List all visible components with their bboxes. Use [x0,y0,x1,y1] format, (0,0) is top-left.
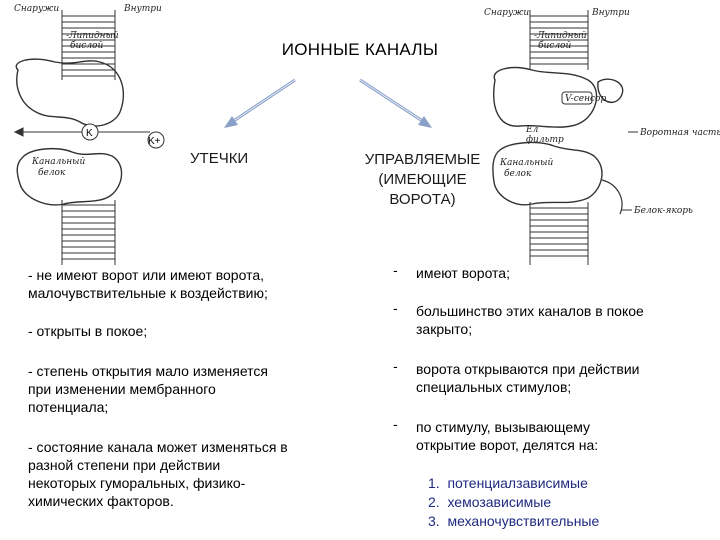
stimulus-type-3: 3. механочувствительные [428,513,600,529]
outside-label: Снаружи [14,4,59,14]
gated-item-2-line-1: большинство этих каналов в покое [416,303,644,319]
dash-marker: - [393,300,398,316]
lipid-bilayer-top [61,10,116,80]
v-sensor-label: V-сенсор [565,94,606,104]
stimulus-type-2-label: хемозависимые [447,494,552,510]
leak-item-2-line-1: - открыты в покое; [28,323,148,339]
protein-label-2: белок [38,167,66,178]
bilayer-label-1: -Липидный [66,31,119,41]
stimulus-type-1: 1. потенциалзависимые [428,475,588,491]
leak-item-3: - степень открытия мало изменяется при и… [28,362,358,416]
leak-item-2: - открыты в покое; [28,322,358,340]
gated-item-1: имеют ворота; [416,264,711,282]
anchor-protein [601,179,623,215]
protein-label-1: Канальный [499,158,554,168]
leak-item-3-line-1: - степень открытия мало изменяется [28,363,268,379]
gated-item-3-line-1: ворота открываются при действии [416,361,640,377]
anchor-label: Белок-якорь [633,206,693,216]
lipid-bilayer-bottom [529,202,589,265]
channel-protein-top [493,66,598,128]
leak-item-4-line-4: химических факторов. [28,493,174,509]
gated-item-4-line-2: открытие ворот, делятся на: [416,437,599,453]
dash-marker: - [393,358,398,374]
protein-label-1: Канальный [31,157,86,167]
filter-label-2: фильтр [526,135,564,145]
bilayer-label-2: бислой [70,40,103,51]
leak-item-1-line-1: - не имеют ворот или имеют ворота, [28,267,265,283]
stimulus-type-2: 2. хемозависимые [428,494,552,510]
bilayer-label-2: бислой [538,40,571,51]
inside-label: Внутри [123,4,162,14]
leak-item-3-line-2: при изменении мембранного [28,381,216,397]
channel-protein-bottom [16,147,123,206]
gated-header-line-3: ВОРОТА) [389,191,456,208]
gated-item-4: по стимулу, вызывающему открытие ворот, … [416,418,711,454]
leak-item-1: - не имеют ворот или имеют ворота, малоч… [28,266,358,302]
leak-item-4-line-2: разной степени при действии [28,457,221,473]
lipid-bilayer-bottom [61,200,116,265]
gated-item-3-line-2: специальных стимулов; [416,379,572,395]
leak-item-4-line-3: некоторых гуморальных, физико- [28,475,246,491]
leak-item-3-line-3: потенциала; [28,399,109,415]
gate-label: Воротная часть [639,128,720,138]
gated-header-line-2: (ИМЕЮЩИЕ [378,171,467,188]
ion-label-k: K [86,128,93,139]
gated-item-4-line-1: по стимулу, вызывающему [416,419,590,435]
gated-item-3: ворота открываются при действии специаль… [416,360,711,396]
v-sensor-box [561,91,593,105]
leak-channel-diagram: Снаружи Внутри -Липидный бислой K K+ Кан… [13,4,165,265]
stimulus-type-1-label: потенциалзависимые [447,475,588,491]
arrow-right [359,78,432,128]
inside-label: Внутри [591,8,630,18]
filter-label-1: Ел [525,125,539,135]
gated-item-2: большинство этих каналов в покое закрыто… [416,302,711,338]
stimulus-type-3-label: механочувствительные [447,513,600,529]
gated-header: УПРАВЛЯЕМЫЕ (ИМЕЮЩИЕ ВОРОТА) [345,150,500,210]
channel-protein-bottom [492,141,603,206]
leak-item-4-line-1: - состояние канала может изменяться в [28,439,288,455]
gate-part [597,78,624,103]
gated-header-line-1: УПРАВЛЯЕМЫЕ [364,151,481,168]
outside-label: Снаружи [484,8,529,18]
leak-item-1-line-2: малочувствительные к воздействию; [28,285,268,301]
ion-label-k-plus: K+ [148,136,161,147]
leak-item-4: - состояние канала может изменяться в ра… [28,438,358,510]
dash-marker: - [393,262,398,278]
arrow-left [224,78,296,128]
protein-label-2: белок [504,168,532,179]
ion-in-channel [81,123,99,141]
lipid-bilayer-top [529,10,589,70]
stimulus-types-list: 1. потенциалзависимые 2. хемозависимые 3… [428,474,708,531]
page-title: ИОННЫЕ КАНАЛЫ [281,40,439,59]
channel-protein-top [15,58,124,127]
dash-marker: - [393,416,398,432]
gated-item-2-line-2: закрыто; [416,321,473,337]
ion-outside [147,131,165,149]
gated-item-1-line-1: имеют ворота; [416,265,510,281]
bilayer-label-1: -Липидный [534,31,587,41]
leak-header: УТЕЧКИ [190,150,249,167]
gated-channel-diagram: Снаружи Внутри -Липидный бислой V-сенсор… [484,8,720,265]
